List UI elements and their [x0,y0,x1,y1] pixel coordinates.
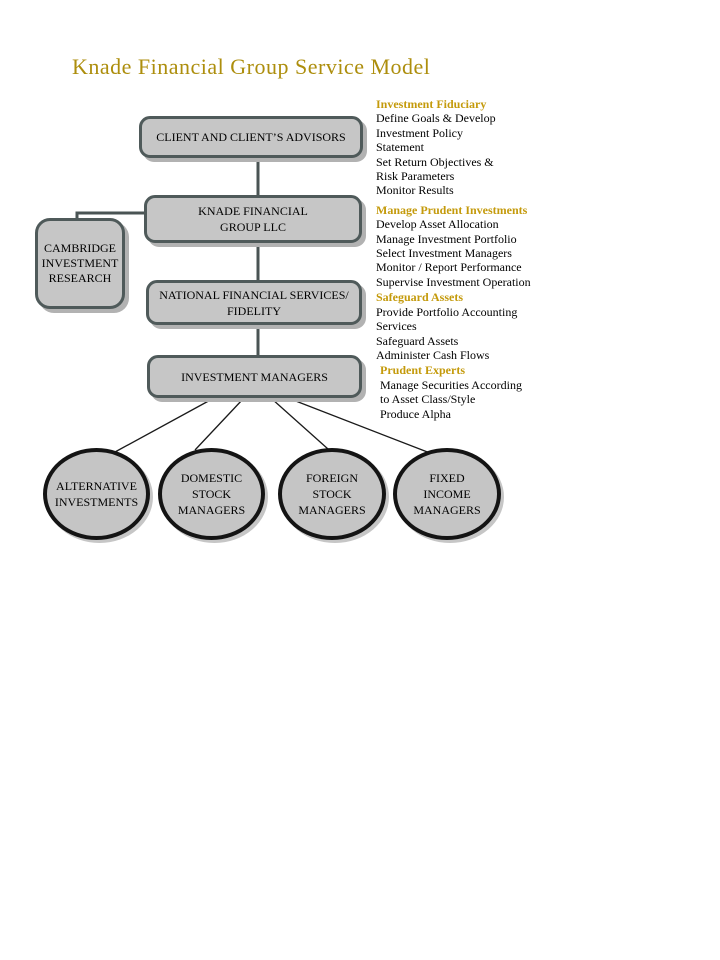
section-line: Services [376,319,417,334]
section-heading: Prudent Experts [380,363,465,378]
section-heading: Investment Fiduciary [376,97,487,111]
section-line: Safeguard Assets [376,333,459,348]
section-line: Manage Securities According [380,377,522,392]
ellipse-label: INVESTMENTS [54,495,139,509]
ellipse-label: MANAGERS [177,503,246,517]
ellipse-label: MANAGERS [298,503,366,517]
section-line: Statement [376,140,424,155]
section-line: Risk Parameters [376,169,455,184]
node-label: NATIONAL FINANCIAL SERVICES/ [159,287,349,302]
section-heading: Safeguard Assets [376,290,464,305]
ellipse-label: STOCK [312,487,352,501]
ellipse-domestic-stock-managers: DOMESTIC STOCK MANAGERS [158,448,265,540]
section-line: Select Investment Managers [376,246,512,261]
section-line: Monitor Results [376,183,454,198]
section-manage-prudent-investments: Manage Prudent Investments Develop Asset… [376,203,531,289]
section-line: Investment Policy [376,125,463,140]
node-knade-financial-group: KNADE FINANCIAL GROUP LLC [144,195,362,243]
node-label: RESEARCH [48,271,112,285]
section-safeguard-assets: Safeguard Assets Provide Portfolio Accou… [376,290,531,362]
section-line: Develop Asset Allocation [376,217,499,232]
section-line: Provide Portfolio Accounting [376,304,518,319]
section-line: Manage Investment Portfolio [376,231,517,246]
node-label: CLIENT AND CLIENT’S ADVISORS [156,130,346,144]
section-line: Produce Alpha [380,406,451,421]
section-prudent-experts: Prudent Experts Manage Securities Accord… [376,363,531,421]
node-label: GROUP LLC [220,220,286,234]
annotations-panel: Investment Fiduciary Define Goals & Deve… [376,97,531,421]
ellipse-label: INCOME [423,487,471,501]
section-heading: Manage Prudent Investments [376,202,528,217]
ellipse-alternative-investments: ALTERNATIVE INVESTMENTS [43,448,150,540]
ellipse-label: FIXED [429,471,465,485]
section-line: Monitor / Report Performance [376,260,522,275]
fan-line-foreign [271,398,329,450]
section-line: Supervise Investment Operation [376,274,531,289]
ellipse-fixed-income-managers: FIXED INCOME MANAGERS [393,448,501,540]
fan-line-domestic [194,398,244,451]
ellipse-label: DOMESTIC [180,471,243,485]
node-cambridge-investment-research: CAMBRIDGE INVESTMENT RESEARCH [35,218,125,309]
section-line: Set Return Objectives & [376,154,494,169]
node-label: INVESTMENT [41,256,119,270]
ellipse-label: MANAGERS [413,503,481,517]
section-line: Administer Cash Flows [376,347,490,362]
node-investment-managers: INVESTMENT MANAGERS [147,355,362,398]
ellipse-label: STOCK [191,487,232,501]
section-line: to Asset Class/Style [380,392,476,407]
node-label: CAMBRIDGE [43,241,116,255]
fan-line-alternative [114,397,215,453]
node-label: FIDELITY [227,303,281,318]
ellipse-label: ALTERNATIVE [56,479,137,493]
ellipse-foreign-stock-managers: FOREIGN STOCK MANAGERS [278,448,386,540]
page-title: Knade Financial Group Service Model [72,54,431,79]
node-label: KNADE FINANCIAL [198,204,308,218]
ellipse-label: FOREIGN [305,471,358,485]
node-client-advisors: CLIENT AND CLIENT’S ADVISORS [139,116,363,158]
node-national-financial-services: NATIONAL FINANCIAL SERVICES/ FIDELITY [146,280,362,325]
node-label: INVESTMENT MANAGERS [181,369,328,384]
section-investment-fiduciary: Investment Fiduciary Define Goals & Deve… [376,97,531,198]
section-line: Define Goals & Develop [376,111,496,126]
